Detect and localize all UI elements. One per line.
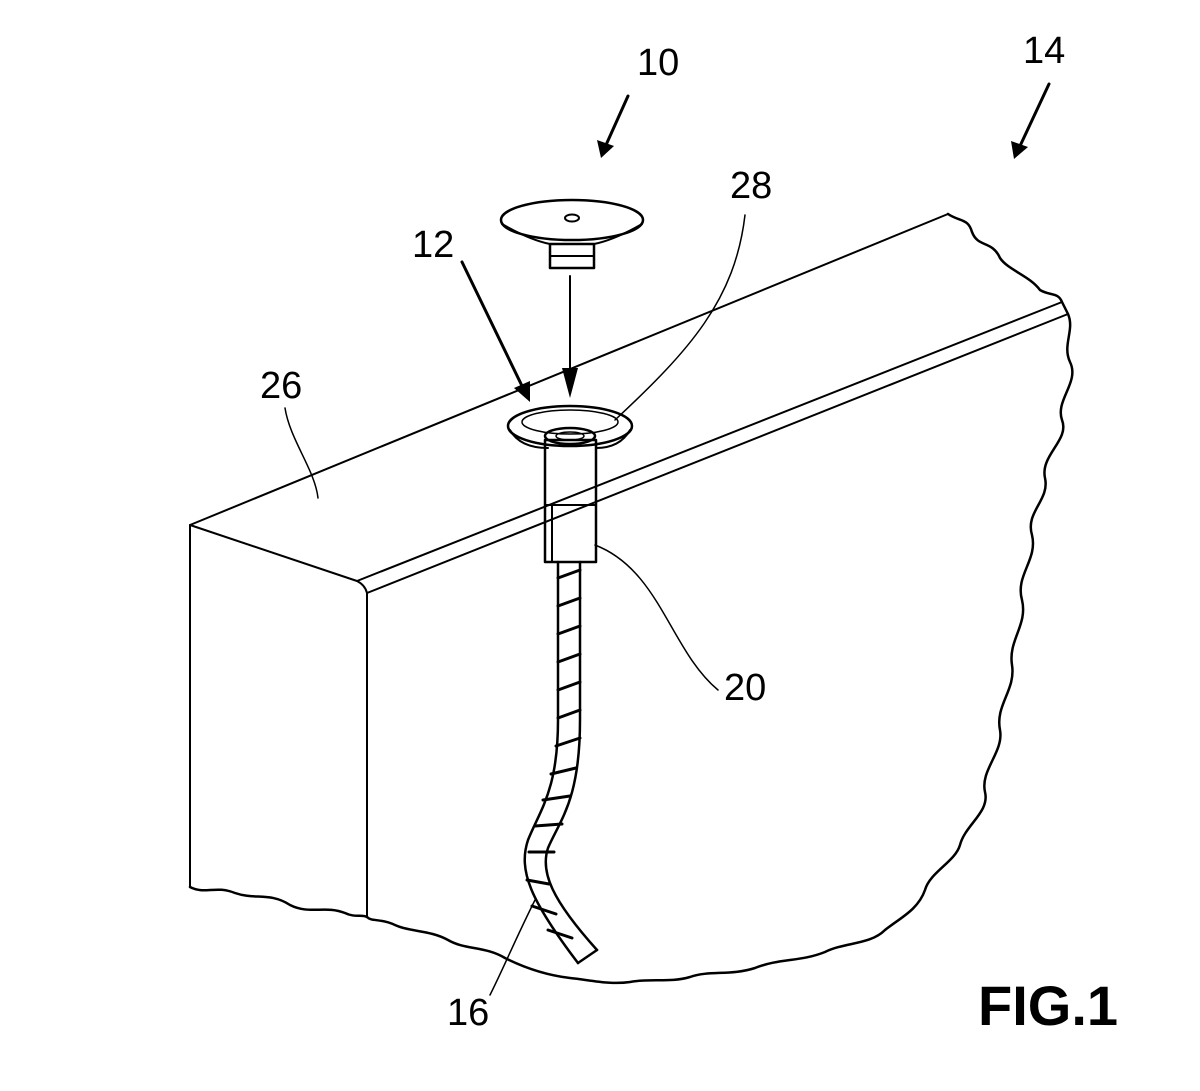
label-20: 20 [724,667,766,709]
label-12: 12 [412,224,454,266]
receiving-cup [508,406,632,448]
cable [525,562,597,963]
label-16: 16 [447,992,489,1034]
leader-arrow-14 [1011,84,1049,159]
figure-caption: FIG.1 [978,974,1118,1037]
assembly-arrow [562,276,578,398]
cable-wraps [527,570,580,938]
leader-line-16 [490,900,535,995]
label-26: 26 [260,365,302,407]
block-body [190,214,1072,983]
label-14: 14 [1023,30,1065,72]
leader-arrow-12 [462,262,530,402]
label-10: 10 [637,42,679,84]
leader-arrow-10 [597,96,628,158]
leader-line-20 [595,545,718,690]
leader-line-28 [615,215,745,420]
label-28: 28 [730,165,772,207]
insert-sleeve [545,440,596,562]
cap-plug [501,200,643,268]
